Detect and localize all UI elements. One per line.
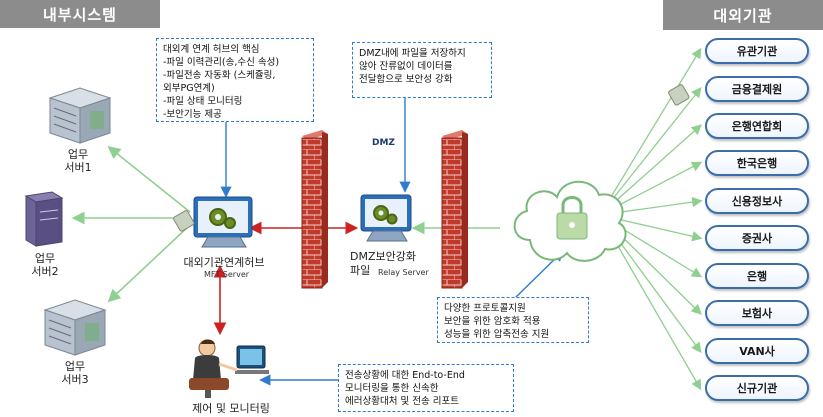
firewall-right-icon [441, 130, 468, 289]
server-1-label: 업무 서버1 [64, 148, 92, 174]
operator-icon [189, 339, 269, 398]
protocol-callout: 다양한 프로토콜지원 보안을 위한 암호화 적용 성능을 위한 압축전송 지원 [437, 297, 589, 343]
institution-pill-5: 증권사 [705, 225, 809, 251]
relay-sublabel: Relay Server [378, 268, 429, 277]
hub-label: 대외기관연계허브 [183, 256, 265, 269]
hub-lock-icon [173, 210, 195, 232]
monitor-callout: 전송상황에 대한 End-to-End 모니터링을 통한 신속한 에러상황대처 … [338, 364, 514, 412]
hub-monitor-icon [193, 196, 253, 248]
hub-callout: 대외계 연계 허브의 핵심 -파일 이력관리(송,수신 속성) -파일전송 자동… [156, 38, 314, 122]
relay-monitor-icon [360, 194, 412, 242]
institution-pill-9: 신규기관 [705, 375, 809, 401]
institution-pill-3: 한국은행 [705, 150, 809, 176]
relay-label: DMZ보안강화 파일 [350, 250, 416, 277]
server-3-icon [43, 299, 107, 356]
institution-pill-7: 보험사 [705, 300, 809, 326]
institution-pill-8: VAN사 [705, 338, 809, 364]
control-label: 제어 및 모니터링 [192, 402, 270, 415]
hub-sublabel: MFT Server [204, 270, 250, 279]
server-2-icon [24, 191, 64, 247]
internal-system-header: 내부시스템 [0, 0, 160, 28]
institution-pill-2: 은행연합회 [705, 113, 809, 139]
server-2-label: 업무 서버2 [31, 252, 59, 278]
institution-pill-6: 은행 [705, 263, 809, 289]
server-1-icon [48, 87, 112, 144]
institution-pill-4: 신용정보사 [705, 188, 809, 214]
dmz-label: DMZ [372, 138, 395, 148]
dmz-callout: DMZ내에 파일을 저장하지 않아 잔류없이 데이터를 전달함으로 보안성 강화 [352, 42, 492, 98]
network-cloud-icon [513, 180, 627, 262]
firewall-left-icon [301, 130, 328, 289]
hub-server-arrows [71, 146, 191, 303]
server-3-label: 업무 서버3 [61, 360, 89, 386]
external-lock-icon [668, 84, 690, 106]
external-institution-header: 대외기관 [663, 0, 823, 30]
institution-pill-1: 금융결제원 [705, 76, 809, 102]
institution-pill-0: 유관기관 [705, 38, 809, 64]
